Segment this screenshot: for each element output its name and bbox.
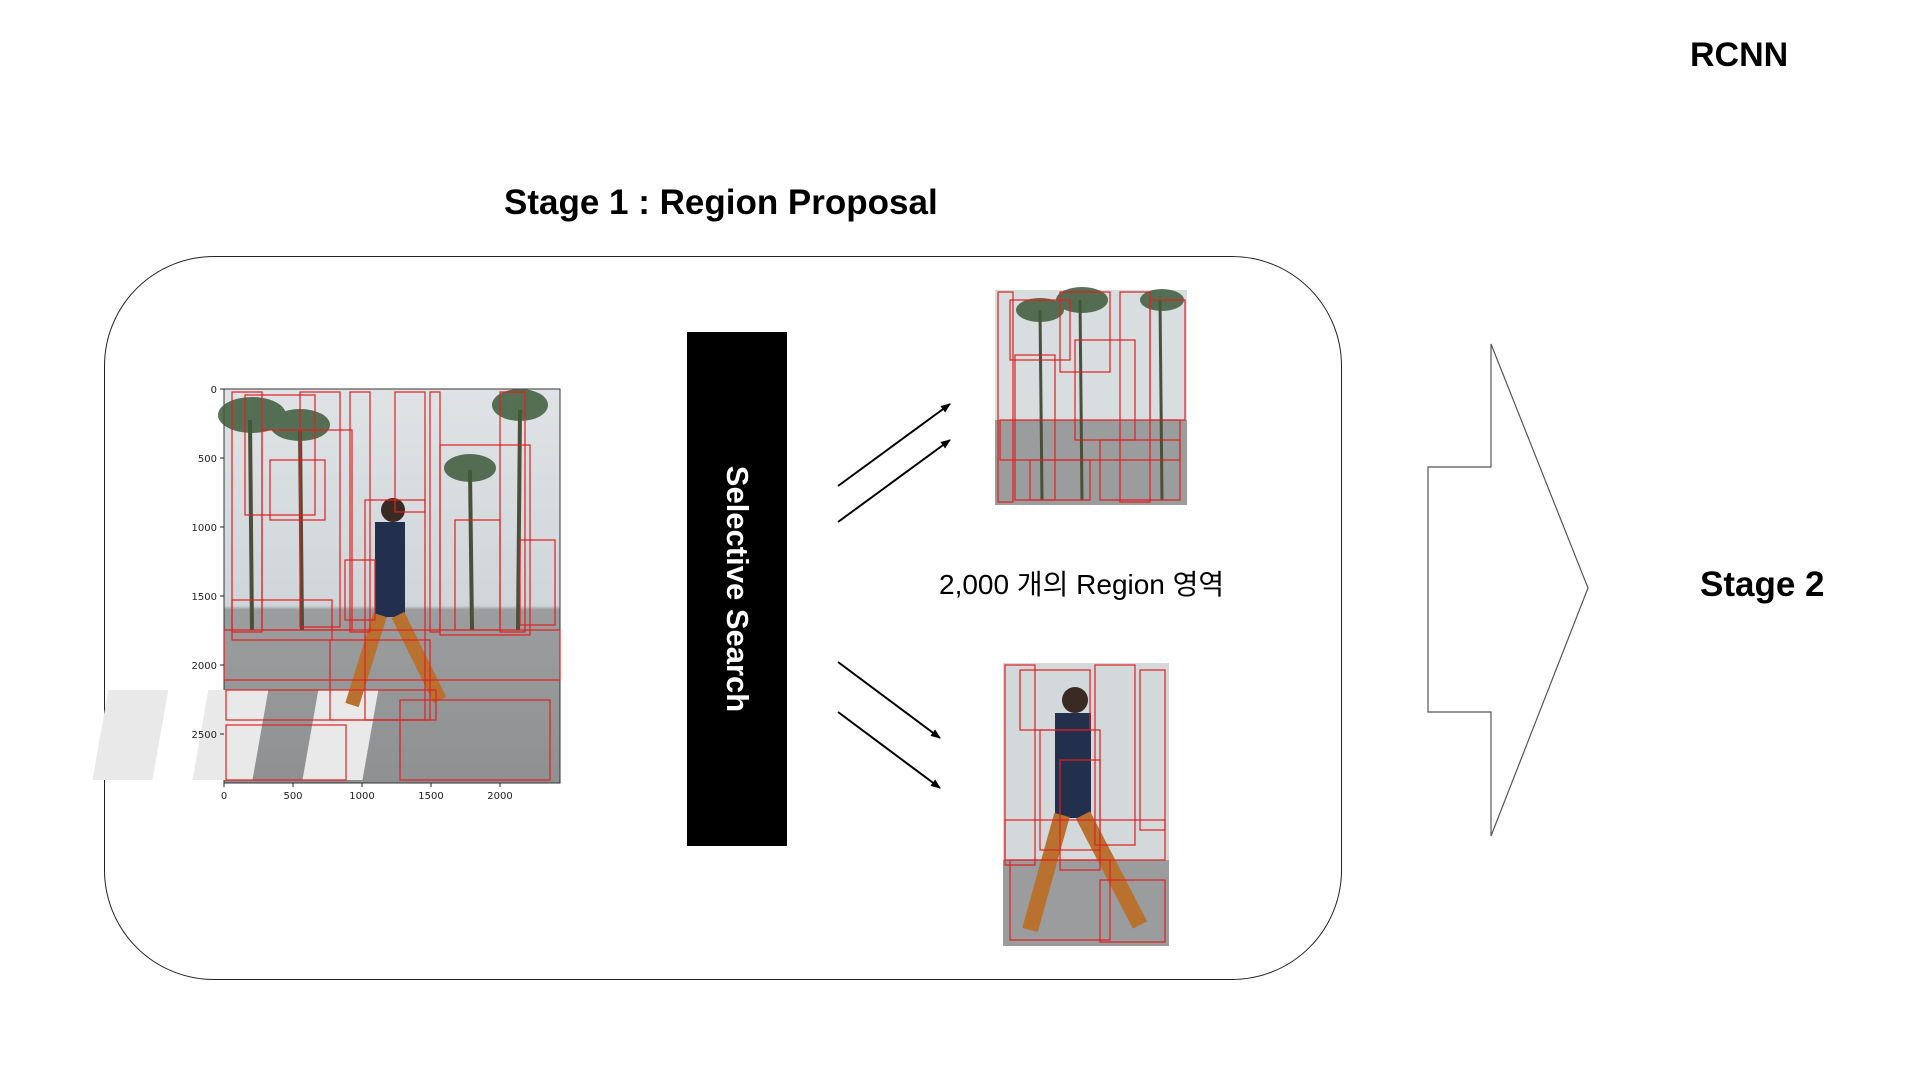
y-tick-label: 2000 bbox=[192, 661, 217, 672]
x-tick-label: 500 bbox=[283, 791, 302, 802]
y-tick-label: 500 bbox=[198, 454, 217, 465]
arrow-down-1 bbox=[837, 661, 941, 739]
region-crop-top bbox=[995, 287, 1187, 505]
arrow-up-2 bbox=[837, 439, 951, 523]
y-tick-label: 2500 bbox=[192, 730, 217, 741]
y-tick-label: 1000 bbox=[192, 523, 217, 534]
stage2-label: Stage 2 bbox=[1700, 565, 1825, 604]
arrow-down-2 bbox=[837, 711, 941, 789]
y-tick-label: 1500 bbox=[192, 592, 217, 603]
y-tick-label: 0 bbox=[211, 385, 217, 396]
x-tick-label: 0 bbox=[221, 791, 227, 802]
x-tick-label: 1000 bbox=[349, 791, 374, 802]
arrow-up-1 bbox=[837, 403, 951, 487]
selective-search-block: Selective Search bbox=[687, 332, 787, 846]
regions-caption: 2,000 개의 Region 영역 bbox=[939, 569, 1225, 600]
input-image-plot: 0 500 1000 1500 2000 2500 0 500 1000 150… bbox=[92, 385, 561, 802]
region-crop-bottom bbox=[1003, 663, 1169, 946]
x-tick-label: 2000 bbox=[487, 791, 512, 802]
stage2-block-arrow bbox=[1427, 343, 1589, 837]
x-tick-label: 1500 bbox=[418, 791, 443, 802]
stage1-container bbox=[104, 256, 1342, 980]
diagram-title: RCNN bbox=[1690, 36, 1789, 74]
proposal-arrows bbox=[837, 403, 951, 789]
stage1-title: Stage 1 : Region Proposal bbox=[504, 183, 938, 222]
region-boxes-main bbox=[223, 391, 561, 781]
